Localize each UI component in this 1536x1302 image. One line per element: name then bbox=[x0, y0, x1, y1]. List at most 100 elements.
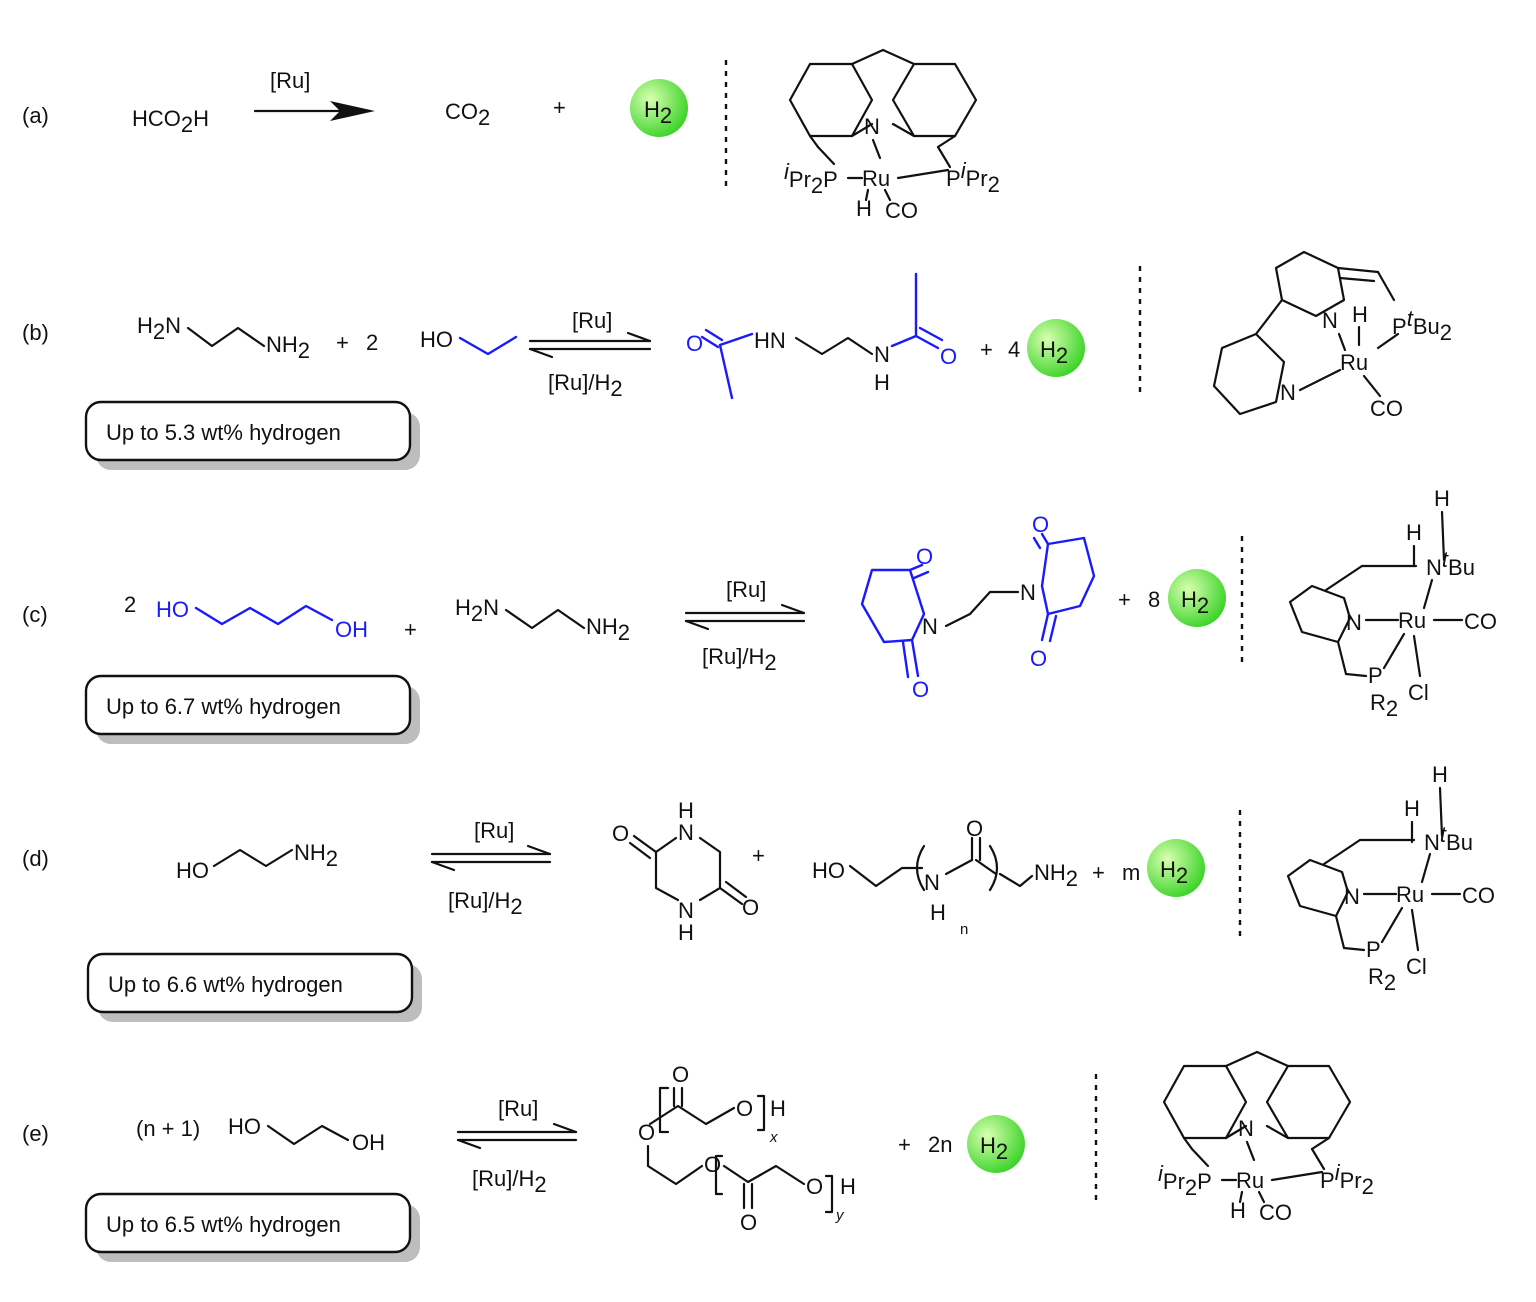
carbonyl-ligand: CO bbox=[885, 198, 918, 223]
ntbu: NtBu bbox=[1424, 822, 1473, 855]
row-c: (c) 2 HO OH + H2N NH2 [Ru] [Ru]/H2 O bbox=[22, 486, 1497, 744]
svg-text:NH2: NH2 bbox=[294, 840, 338, 871]
ru-pnn-pyridine-catalyst: H H NtBu N Ru CO P R2 Cl bbox=[1286, 762, 1495, 995]
ptbu2: PtBu2 bbox=[1392, 306, 1452, 345]
svg-text:HO: HO bbox=[420, 327, 453, 352]
svg-text:H: H bbox=[874, 370, 890, 395]
h2-ball: H2 bbox=[630, 79, 688, 137]
svg-text:OH: OH bbox=[335, 617, 368, 642]
svg-text:H2N: H2N bbox=[455, 595, 499, 626]
equilibrium-arrows bbox=[684, 603, 806, 631]
svg-text:H: H bbox=[930, 900, 946, 925]
pipr2-right: PiPr2 bbox=[946, 158, 1000, 197]
svg-text:HO: HO bbox=[156, 597, 189, 622]
svg-text:H2: H2 bbox=[1040, 337, 1068, 368]
svg-text:P: P bbox=[1368, 663, 1383, 688]
h2-coefficient: m bbox=[1122, 860, 1140, 885]
equilibrium-arrows bbox=[456, 1122, 578, 1150]
catalyst-label: [Ru] bbox=[270, 68, 310, 93]
carbonyl-ligand: CO bbox=[1464, 609, 1497, 634]
carbon-dioxide: CO2 bbox=[445, 99, 490, 130]
plus-sign: + bbox=[1092, 860, 1105, 885]
svg-text:O: O bbox=[916, 544, 933, 569]
ntbu: NtBu bbox=[1426, 547, 1475, 580]
plus-sign: + bbox=[553, 95, 566, 120]
svg-text:x: x bbox=[769, 1129, 778, 1146]
svg-text:OH: OH bbox=[352, 1130, 385, 1155]
svg-text:O: O bbox=[740, 1210, 757, 1235]
svg-text:O: O bbox=[1030, 646, 1047, 671]
oligoamide: HO N H O n NH2 bbox=[812, 816, 1078, 938]
row-label-d: (d) bbox=[22, 846, 49, 871]
n-n-diacetyl-ethylenediamine: O HN N H O bbox=[686, 272, 957, 400]
h2-ball: H2 bbox=[1168, 569, 1226, 627]
svg-text:O: O bbox=[736, 1096, 753, 1121]
catalyst-label: [Ru] bbox=[572, 308, 612, 333]
atom-ru: Ru bbox=[1340, 350, 1368, 375]
plus-sign: + bbox=[1118, 587, 1131, 612]
atom-h: H bbox=[856, 196, 872, 221]
svg-text:H2: H2 bbox=[980, 1133, 1008, 1164]
catalyst-label: [Ru] bbox=[726, 577, 766, 602]
h2-coefficient: 4 bbox=[1008, 337, 1020, 362]
svg-text:N: N bbox=[922, 614, 938, 639]
ipr2p-left: iPr2P bbox=[1158, 1161, 1212, 1200]
svg-text:O: O bbox=[686, 331, 703, 356]
h2-ball: H2 bbox=[967, 1115, 1025, 1173]
carbonyl-ligand: CO bbox=[1370, 396, 1403, 421]
svg-text:HO: HO bbox=[228, 1114, 261, 1139]
capacity-text: Up to 6.5 wt% hydrogen bbox=[106, 1212, 341, 1237]
svg-text:HO: HO bbox=[176, 858, 209, 883]
svg-text:H: H bbox=[678, 798, 694, 823]
row-d: (d) HO NH2 [Ru] [Ru]/H2 H N N H O O bbox=[22, 762, 1495, 1022]
ethylene-glycol: HO OH bbox=[228, 1114, 385, 1155]
plus-sign: + bbox=[980, 337, 993, 362]
plus-sign: + bbox=[898, 1132, 911, 1157]
svg-text:HN: HN bbox=[754, 328, 786, 353]
h2-coefficient: 2n bbox=[928, 1132, 952, 1157]
svg-text:R2: R2 bbox=[1370, 690, 1398, 721]
ru-acridine-pnp-catalyst: N iPr2P Ru PiPr2 H CO bbox=[1158, 1050, 1374, 1225]
svg-text:H: H bbox=[1230, 1198, 1246, 1223]
svg-text:N: N bbox=[678, 898, 694, 923]
ru-bipyridine-pnn-catalyst: N H PtBu2 Ru N CO bbox=[1212, 250, 1452, 421]
reverse-catalyst-label: [Ru]/H2 bbox=[548, 370, 623, 401]
h2-coefficient: 8 bbox=[1148, 587, 1160, 612]
plus-sign: + bbox=[336, 330, 349, 355]
svg-text:O: O bbox=[672, 1062, 689, 1087]
1-4-butanediol: HO OH bbox=[156, 597, 368, 642]
row-b: (b) H2N NH2 + 2 HO [Ru] [Ru]/H2 O HN bbox=[22, 250, 1452, 470]
capacity-text: Up to 6.7 wt% hydrogen bbox=[106, 694, 341, 719]
svg-text:H: H bbox=[1434, 486, 1450, 511]
plus-sign: + bbox=[404, 617, 417, 642]
svg-text:H2N: H2N bbox=[137, 313, 181, 344]
svg-text:N: N bbox=[1346, 610, 1362, 635]
ethylene-glycol-coefficient: (n + 1) bbox=[136, 1116, 200, 1141]
svg-text:N: N bbox=[874, 342, 890, 367]
diketopiperazine: H N N H O O bbox=[612, 798, 759, 945]
svg-text:NH2: NH2 bbox=[586, 614, 630, 645]
atom-ru: Ru bbox=[1236, 1168, 1264, 1193]
capacity-badge-e: Up to 6.5 wt% hydrogen bbox=[84, 1192, 420, 1262]
ru-acridine-pnp-catalyst: N iPr2P Ru PiPr2 H CO bbox=[784, 48, 1000, 223]
row-e: (e) (n + 1) HO OH [Ru] [Ru]/H2 O O H x O bbox=[22, 1050, 1374, 1262]
atom-ru: Ru bbox=[1398, 608, 1426, 633]
row-label-c: (c) bbox=[22, 602, 48, 627]
ipr2p-left: iPr2P bbox=[784, 159, 838, 198]
glycolide-ester-oligomer: O O H x O O O O H y bbox=[638, 1062, 856, 1235]
svg-text:H: H bbox=[1352, 302, 1368, 327]
atom-ru: Ru bbox=[862, 166, 890, 191]
svg-text:N: N bbox=[678, 820, 694, 845]
capacity-badge-c: Up to 6.7 wt% hydrogen bbox=[84, 674, 420, 744]
ethylenediamine: H2N NH2 bbox=[455, 595, 630, 645]
svg-text:O: O bbox=[940, 344, 957, 369]
carbonyl-ligand: CO bbox=[1259, 1200, 1292, 1225]
forward-arrow bbox=[253, 101, 375, 121]
svg-text:NH2: NH2 bbox=[266, 332, 310, 363]
svg-text:N: N bbox=[1322, 308, 1338, 333]
svg-text:H: H bbox=[1404, 796, 1420, 821]
svg-text:P: P bbox=[1366, 937, 1381, 962]
svg-text:H: H bbox=[1406, 520, 1422, 545]
svg-text:N: N bbox=[1238, 1116, 1254, 1141]
